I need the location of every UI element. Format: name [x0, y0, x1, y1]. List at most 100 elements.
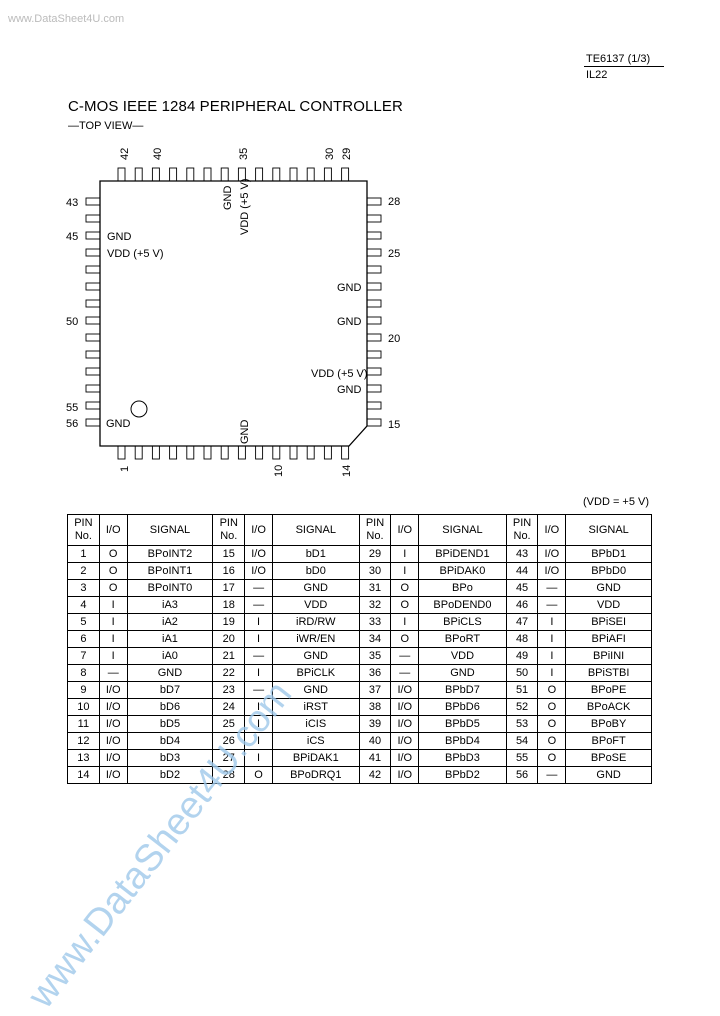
- pin-top: [117, 167, 126, 182]
- header-pin: PIN No.: [212, 514, 246, 546]
- pin-number: 42: [358, 766, 392, 784]
- pin-signal: bD2: [126, 766, 214, 784]
- pin-label-15: 15: [388, 419, 400, 431]
- pin-number: 5: [67, 613, 100, 631]
- pin-signal: BPiDAK1: [271, 749, 360, 767]
- pin-number: 49: [505, 647, 539, 665]
- pin-direction: I: [537, 630, 567, 648]
- pin-direction: I: [98, 596, 128, 614]
- pin-number: 28: [212, 766, 246, 784]
- pin-direction: I/O: [537, 545, 567, 563]
- pin-number: 50: [505, 664, 539, 682]
- pin-direction: I: [390, 562, 420, 580]
- document-id: TE6137 (1/3): [586, 53, 651, 65]
- pin-number: 41: [358, 749, 392, 767]
- pin-number: 39: [358, 715, 392, 733]
- pin-top: [272, 167, 281, 182]
- pin-signal: iRD/RW: [271, 613, 360, 631]
- pin-signal: GND: [418, 664, 507, 682]
- vdd-label-pin46: VDD (+5 V): [107, 248, 164, 260]
- pin-right: [366, 299, 382, 308]
- pin-number: 56: [505, 766, 539, 784]
- pin-left: [85, 384, 101, 393]
- pin-direction: I/O: [98, 698, 128, 716]
- pin-signal: bD4: [126, 732, 214, 750]
- pin-number: 21: [212, 647, 246, 665]
- pin-signal: BPoACK: [565, 698, 652, 716]
- pin-label-29: 29: [341, 148, 353, 160]
- pin-right: [366, 197, 382, 206]
- pin-signal: BPoFT: [565, 732, 652, 750]
- pin-right: [366, 214, 382, 223]
- pin-direction: I: [537, 613, 567, 631]
- pin-signal: BPiCLS: [418, 613, 507, 631]
- pin-number: 7: [67, 647, 100, 665]
- pin-signal: BPbD4: [418, 732, 507, 750]
- pin-direction: —: [390, 664, 420, 682]
- pin-right: [366, 367, 382, 376]
- pin-signal: BPiINI: [565, 647, 652, 665]
- gnd-label-bottom: GND: [239, 420, 251, 445]
- gnd-label-top: GND: [222, 186, 234, 211]
- pin-number: 9: [67, 681, 100, 699]
- pin-label-1: 1: [119, 466, 131, 472]
- pin-direction: O: [390, 630, 420, 648]
- pin-top: [134, 167, 143, 182]
- pin-direction: I/O: [390, 681, 420, 699]
- pin-signal: VDD: [271, 596, 360, 614]
- pin-direction: —: [390, 647, 420, 665]
- pin-signal: BPiAFI: [565, 630, 652, 648]
- pin-top: [289, 167, 298, 182]
- pin-direction: O: [537, 715, 567, 733]
- pin-label-50: 50: [66, 316, 78, 328]
- pin-number: 40: [358, 732, 392, 750]
- pin-direction: O: [537, 698, 567, 716]
- pin-top: [151, 167, 160, 182]
- pin-number: 12: [67, 732, 100, 750]
- pin-number: 43: [505, 545, 539, 563]
- pin-label-55: 55: [66, 402, 78, 414]
- pin-bottom: [169, 445, 178, 460]
- pin-direction: I: [244, 613, 273, 631]
- pin-right: [366, 401, 382, 410]
- header-io: I/O: [390, 514, 420, 546]
- vdd-label-top: VDD (+5 V): [239, 178, 251, 235]
- pin-direction: I/O: [537, 562, 567, 580]
- pin-label-40: 40: [152, 148, 164, 160]
- pin-number: 15: [212, 545, 246, 563]
- pin-direction: I/O: [244, 562, 273, 580]
- pin-signal: BPoDEND0: [418, 596, 507, 614]
- pin-direction: O: [537, 681, 567, 699]
- gnd-label-pin56: GND: [106, 418, 131, 430]
- pin-label-25: 25: [388, 248, 400, 260]
- pin-signal: BPbD7: [418, 681, 507, 699]
- pin-number: 30: [358, 562, 392, 580]
- pin-number: 11: [67, 715, 100, 733]
- pin-number: 19: [212, 613, 246, 631]
- pin-right: [366, 265, 382, 274]
- header-signal: SIGNAL: [565, 514, 652, 546]
- pin-number: 2: [67, 562, 100, 580]
- pin-number: 33: [358, 613, 392, 631]
- pin-left: [85, 316, 101, 325]
- gnd-label-right-1: GND: [337, 282, 362, 294]
- pin-number: 46: [505, 596, 539, 614]
- pin-direction: I: [390, 545, 420, 563]
- pin-right: [366, 350, 382, 359]
- pin-right: [366, 282, 382, 291]
- watermark-top[interactable]: www.DataSheet4U.com: [8, 13, 125, 25]
- pin-signal: bD6: [126, 698, 214, 716]
- gnd-label-right-3: GND: [337, 384, 362, 396]
- pin-top: [220, 167, 229, 182]
- pin-signal: BPoBY: [565, 715, 652, 733]
- vdd-label-right: VDD (+5 V): [311, 368, 368, 380]
- pin-number: 48: [505, 630, 539, 648]
- pin-signal: BPiSEI: [565, 613, 652, 631]
- pin-right: [366, 248, 382, 257]
- pin-direction: O: [98, 562, 128, 580]
